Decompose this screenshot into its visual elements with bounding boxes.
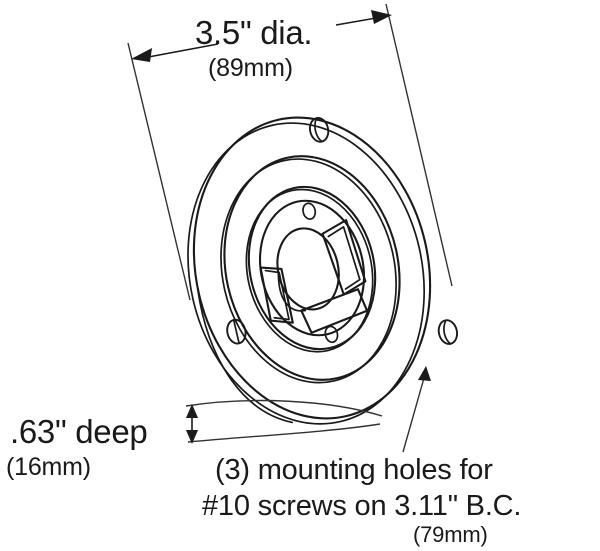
depth-metric-label: (16mm) (6, 453, 91, 481)
mounting-hole-left-wall (233, 320, 240, 344)
boss-step-outer (223, 155, 401, 381)
radial-slot-upper-right-inner (327, 225, 361, 290)
depth-extension-line-top (185, 399, 383, 417)
radial-slot-left-inner (264, 269, 290, 321)
outer-flange-back-edge (187, 122, 426, 425)
mounting-hole-top-wall (314, 117, 323, 143)
diameter-extension-line-left (127, 42, 191, 301)
depth-label: .63" deep (10, 413, 147, 450)
radial-slot-left (259, 266, 294, 324)
diameter-arrow-left (131, 48, 152, 62)
depth-arrow-bottom (186, 430, 198, 444)
diameter-label: 3.5" dia. (195, 14, 312, 51)
depth-extension-line-bottom (187, 423, 381, 443)
mounting-hole-leader-arrow (418, 366, 431, 381)
diameter-extension-line-right (385, 3, 453, 287)
datum-hole-lower (324, 325, 339, 344)
boss-step-outer-shadow (220, 158, 397, 384)
boss-step-inner-shadow (245, 188, 374, 353)
radial-slot-lower (300, 288, 369, 334)
boss-step-inner (247, 185, 377, 351)
mounting-hole-left (226, 318, 247, 345)
mounting-hole-bottom-right-wall (443, 320, 452, 345)
diameter-dimension-line-left (142, 43, 219, 59)
outer-flange-front-edge (192, 116, 432, 420)
radial-slot-upper-right (321, 219, 367, 296)
mounting-holes-metric: (79mm) (413, 522, 488, 547)
mounting-holes-line2: #10 screws on 3.11" B.C. (202, 490, 521, 522)
diameter-metric-label: (89mm) (208, 54, 293, 82)
flange-rim-thickness-sweep (196, 287, 294, 424)
depth-arrow-top (186, 404, 198, 418)
mounting-hole-leader-line (402, 377, 425, 453)
flange-body (187, 116, 459, 425)
datum-hole-upper (302, 202, 317, 220)
mounting-holes-line1: (3) mounting holes for (215, 454, 493, 486)
diameter-arrow-right (371, 10, 392, 24)
